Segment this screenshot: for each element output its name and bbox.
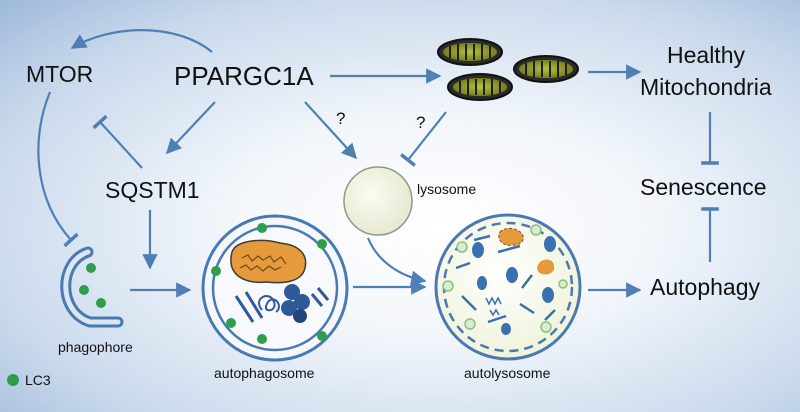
- lc3-dot: [211, 266, 221, 276]
- mitochondria-group: [437, 38, 579, 101]
- node-autophagy: Autophagy: [650, 274, 760, 300]
- lc3-dot: [257, 223, 267, 233]
- lc3-dot: [96, 298, 106, 308]
- node-mitochondria: Mitochondria: [640, 74, 772, 100]
- question-mark-1: ?: [336, 109, 346, 128]
- node-sqstm1: SQSTM1: [105, 177, 200, 203]
- inhibit-mitochondria-to-lysosome: [400, 111, 447, 167]
- arrow-ppargc1a-to-sqstm1: [165, 101, 216, 155]
- autolysosome-vesicle: [434, 213, 582, 361]
- lysosome-vesicle: [343, 166, 413, 236]
- label-lysosome: lysosome: [417, 181, 477, 197]
- question-mark-2: ?: [416, 113, 426, 132]
- node-ppargc1a: PPARGC1A: [174, 61, 314, 91]
- arrow-ppargc1a-to-mtor: [70, 29, 213, 53]
- autophagosome-vesicle: [201, 214, 349, 362]
- arrow-lysosome-to-autolysosome: [366, 237, 427, 286]
- lc3-dot: [86, 263, 96, 273]
- node-healthy: Healthy: [667, 42, 745, 68]
- engulfed-mitochondrion: [230, 239, 307, 284]
- label-autolysosome: autolysosome: [464, 365, 551, 381]
- inhibit-sqstm1-to-mtor: [92, 114, 143, 169]
- legend-lc3-label: LC3: [25, 372, 51, 388]
- lc3-dot: [226, 318, 236, 328]
- arrow-ppargc1a-to-lysosome: [304, 101, 358, 160]
- lc3-dot: [317, 331, 327, 341]
- node-mtor: MTOR: [26, 61, 94, 87]
- node-senescence: Senescence: [640, 174, 767, 200]
- label-phagophore: phagophore: [58, 339, 133, 355]
- inhibit-mtor-to-phagophore: [37, 91, 79, 248]
- label-autophagosome: autophagosome: [214, 365, 315, 381]
- mitochondrion-2: [513, 55, 579, 83]
- mitochondrion-3: [447, 73, 513, 101]
- lc3-dot: [79, 285, 89, 295]
- legend-lc3-swatch: [7, 374, 19, 386]
- mitochondrion-1: [437, 38, 503, 66]
- phagophore-membrane: [60, 246, 124, 328]
- lc3-dot: [257, 334, 267, 344]
- lc3-dot: [317, 239, 327, 249]
